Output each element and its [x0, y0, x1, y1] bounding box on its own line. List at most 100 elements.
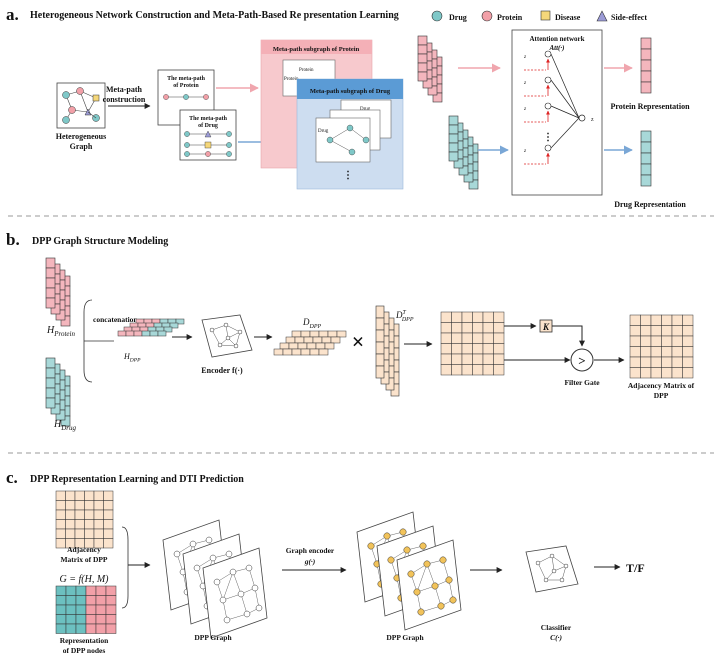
similarity-matrix-cell: [472, 332, 484, 344]
similarity-matrix-cell: [440, 364, 452, 376]
c-adjacency-cell: [74, 528, 85, 539]
node-repr-cell: [105, 585, 117, 596]
adjacency-label-line1: Adjacency Matrix of: [628, 381, 695, 390]
adjacency-matrix-cell: [682, 335, 694, 347]
attention-weight-node: [544, 50, 552, 58]
c-adjacency-cell: [55, 519, 66, 530]
k-label: K: [542, 322, 550, 332]
similarity-matrix-cell: [461, 322, 473, 334]
adjacency-matrix-cell: [650, 356, 662, 368]
attention-ellipsis: ⋮: [543, 132, 553, 143]
h-dpp-stack: [117, 318, 185, 337]
similarity-matrix-cell: [482, 311, 494, 323]
d-dpp-stack: [273, 330, 347, 356]
metapath-drug-card: The meta-path of Drug: [179, 109, 237, 161]
encoder-label: Encoder f(·): [201, 366, 243, 375]
similarity-matrix-cell: [482, 343, 494, 355]
drug-representation-column: [640, 130, 652, 187]
section-b-letter: b.: [6, 230, 20, 249]
c-repr-line1: Representation: [60, 636, 109, 645]
similarity-matrix-cell: [461, 353, 473, 365]
adjacency-matrix-cell: [640, 314, 652, 326]
node-representation-grid: [55, 585, 117, 634]
attention-row-4: z: [523, 117, 580, 165]
adjacency-matrix-cell: [671, 367, 683, 379]
h-dpp-row-1: [117, 330, 167, 337]
section-b: b. DPP Graph Structure Modeling HProtein…: [6, 230, 695, 432]
adjacency-matrix-cell: [661, 356, 673, 368]
c-repr-line2: of DPP nodes: [63, 646, 106, 655]
node-repr-cell: [85, 595, 97, 606]
arrow-k-to-gate: [552, 325, 585, 347]
c-adjacency-cell: [74, 509, 85, 520]
attention-output-symbol: z: [591, 117, 594, 123]
adjacency-matrix-cell: [640, 356, 652, 368]
drug-subgraph-title: Meta-path subgraph of Drug: [310, 88, 391, 95]
drug-subgraph-panel: Meta-path subgraph of Drug Drug Drug ⋮: [296, 78, 404, 190]
legend-disease-label: Disease: [555, 13, 581, 22]
formula: G = f(H, M): [60, 574, 110, 585]
hetero-label-line2: Graph: [70, 142, 93, 151]
node-repr-cell: [55, 585, 67, 596]
metapath-construction-line1: Meta-path: [106, 85, 143, 94]
c-adjacency-cell: [103, 538, 114, 549]
attention-z-symbol: z: [523, 148, 527, 154]
node-repr-cell: [75, 604, 87, 615]
attention-title: Attention network: [529, 35, 584, 43]
node-repr-cell: [85, 623, 97, 634]
section-c: c. DPP Representation Learning and DTI P…: [6, 468, 645, 655]
legend-disease-icon: [540, 10, 551, 21]
adjacency-label-line2: DPP: [654, 391, 669, 400]
graph-encoder-line2: g(·): [304, 557, 316, 566]
similarity-matrix-cell: [440, 343, 452, 355]
node-repr-cell: [105, 614, 117, 625]
c-adjacency-cell: [65, 509, 76, 520]
section-a-letter: a.: [6, 5, 19, 24]
c-adjacency-cell: [103, 509, 114, 520]
legend-side-effect-icon: [596, 10, 608, 22]
graph-encoder-line1: Graph encoder: [286, 546, 335, 555]
attention-z-symbol: z: [523, 106, 527, 112]
similarity-matrix-cell: [493, 322, 505, 334]
metapath-drug-title2: of Drug: [198, 123, 218, 129]
drug-node-label: Drug: [318, 129, 329, 134]
protein-representation-label: Protein Representation: [610, 102, 690, 111]
protein-representation-column: [640, 37, 652, 94]
protein-embedding-1: [417, 35, 428, 82]
similarity-matrix-cell: [472, 353, 484, 365]
legend-drug-icon: [431, 10, 443, 22]
node-repr-cell: [65, 623, 77, 634]
node-repr-cell: [55, 614, 67, 625]
drug-embedding-1: [448, 115, 459, 162]
similarity-matrix: [440, 311, 505, 376]
dpp-graph-2: [356, 511, 462, 631]
adjacency-matrix-cell: [629, 356, 641, 368]
multiply-sign: ×: [352, 329, 365, 354]
adjacency-matrix-cell: [629, 314, 641, 326]
drug-embedding-stack: [448, 115, 479, 190]
attention-edge: [550, 79, 580, 119]
d-dpp-row-3: [279, 342, 335, 350]
adjacency-matrix-cell: [661, 346, 673, 358]
adjacency-matrix-cell: [640, 346, 652, 358]
similarity-matrix-cell: [472, 311, 484, 323]
node-repr-cell: [55, 623, 67, 634]
similarity-matrix-cell: [451, 353, 463, 365]
adjacency-matrix-cell: [661, 335, 673, 347]
c-adj-line1: Adjacency: [67, 545, 101, 554]
protein-card-label: Protein: [299, 68, 314, 73]
h-dpp-row-3: [129, 322, 179, 329]
node-repr-cell: [55, 604, 67, 615]
node-repr-cell: [95, 585, 107, 596]
adjacency-matrix-cell: [671, 314, 683, 326]
similarity-matrix-cell: [461, 343, 473, 355]
dpp-graph-1-plane-3: [202, 547, 268, 639]
adjacency-matrix-cell: [650, 314, 662, 326]
c-adjacency-cell: [74, 490, 85, 501]
c-adjacency-cell: [55, 500, 66, 511]
d-dpp-t-col-4: [390, 323, 400, 397]
adjacency-matrix-cell: [661, 367, 673, 379]
node-repr-cell: [95, 623, 107, 634]
